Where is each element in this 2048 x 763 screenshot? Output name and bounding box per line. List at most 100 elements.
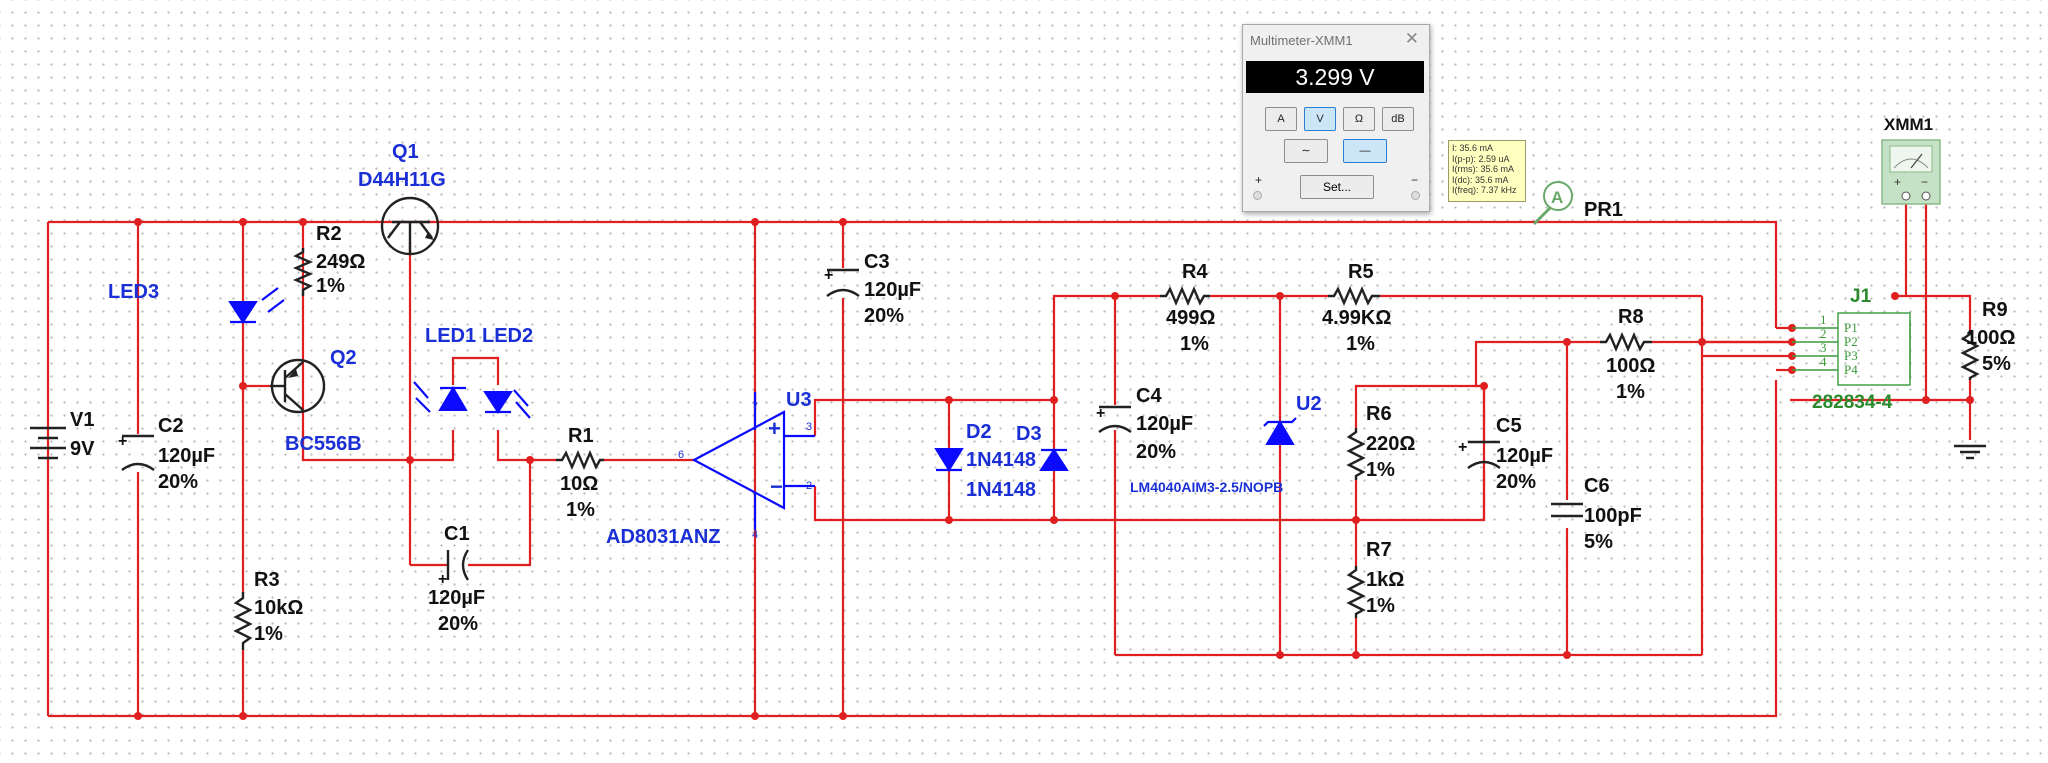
ground-symbol xyxy=(1954,444,1986,460)
probe-ref: PR1 xyxy=(1584,199,1623,221)
svg-text:4: 4 xyxy=(752,529,758,541)
svg-text:P3: P3 xyxy=(1844,348,1858,363)
r8-tolerance: 1% xyxy=(1616,381,1645,403)
svg-text:P1: P1 xyxy=(1844,320,1858,335)
q1-part: D44H11G xyxy=(358,169,446,191)
resistor-r4[interactable]: R4 499Ω 1% xyxy=(1160,261,1215,355)
mode-ohms-button[interactable]: Ω xyxy=(1343,107,1375,131)
minus-terminal[interactable] xyxy=(1411,191,1420,200)
battery-v1[interactable]: V1 9V xyxy=(30,409,95,460)
svg-text:1: 1 xyxy=(1820,312,1827,327)
r8-ref: R8 xyxy=(1618,306,1644,328)
c6-value: 100pF xyxy=(1584,505,1642,527)
c3-value: 120µF xyxy=(864,279,921,301)
dc-mode-button[interactable]: — xyxy=(1343,139,1387,163)
svg-text:6: 6 xyxy=(678,449,684,461)
set-button[interactable]: Set... xyxy=(1300,175,1374,199)
capacitor-c4[interactable]: + C4 120µF 20% xyxy=(1096,385,1193,463)
resistor-r9[interactable]: R9 100Ω 5% xyxy=(1960,299,2015,380)
q2-ref: Q2 xyxy=(330,347,357,369)
d3-ref: D3 xyxy=(1016,423,1042,445)
c2-tolerance: 20% xyxy=(158,471,198,493)
u2-ref: U2 xyxy=(1296,393,1322,415)
resistor-r1[interactable]: R1 10Ω 1% xyxy=(556,425,604,521)
r3-value: 10kΩ xyxy=(254,597,303,619)
transistor-q1[interactable]: Q1 D44H11G xyxy=(358,141,446,256)
v1-ref: V1 xyxy=(70,409,94,431)
close-icon[interactable]: ✕ xyxy=(1404,29,1419,48)
capacitor-c1[interactable]: + C1 120µF 20% xyxy=(428,523,485,635)
svg-text:−: − xyxy=(770,474,783,499)
plus-terminal[interactable] xyxy=(1253,191,1262,200)
probe-pr1[interactable]: A PR1 xyxy=(1532,181,1623,226)
capacitor-c5[interactable]: + C5 120µF 20% xyxy=(1458,415,1553,493)
r5-tolerance: 1% xyxy=(1346,333,1375,355)
svg-text:+: + xyxy=(118,433,127,450)
r1-tolerance: 1% xyxy=(566,499,595,521)
capacitor-c2[interactable]: + C2 120µF 20% xyxy=(118,415,215,493)
q2-part: BC556B xyxy=(285,433,362,455)
svg-text:4: 4 xyxy=(1820,354,1827,369)
mode-db-button[interactable]: dB xyxy=(1382,107,1414,131)
r3-ref: R3 xyxy=(254,569,280,591)
led-led3[interactable]: LED3 xyxy=(108,281,285,324)
plus-terminal-label: + xyxy=(1255,173,1263,187)
c2-value: 120µF xyxy=(158,445,215,467)
c6-ref: C6 xyxy=(1584,475,1610,497)
svg-text:P2: P2 xyxy=(1844,334,1858,349)
transistor-q2[interactable]: Q2 BC556B xyxy=(270,347,362,455)
reading-display: 3.299 V xyxy=(1246,61,1424,93)
mode-volts-button[interactable]: V xyxy=(1304,107,1336,131)
capacitor-c6[interactable]: C6 100pF 5% xyxy=(1551,475,1642,553)
r1-value: 10Ω xyxy=(560,473,598,495)
r8-value: 100Ω xyxy=(1606,355,1655,377)
c5-tolerance: 20% xyxy=(1496,471,1536,493)
connector-j1[interactable]: 1 2 3 4 P1 P2 P3 P4 J1 282834-4 xyxy=(1792,286,1911,413)
opamp-u3[interactable]: + − U3 3 2 6 7 4 AD8031ANZ xyxy=(606,389,815,548)
svg-text:+: + xyxy=(1458,439,1467,456)
svg-text:+: + xyxy=(768,416,781,441)
c4-value: 120µF xyxy=(1136,413,1193,435)
u3-part: AD8031ANZ xyxy=(606,526,720,548)
c3-ref: C3 xyxy=(864,251,890,273)
svg-text:2: 2 xyxy=(806,480,812,492)
led-led1[interactable]: LED1 xyxy=(413,325,476,413)
probe-tooltip: I: 35.6 mA I(p-p): 2.59 uA I(rms): 35.6 … xyxy=(1448,140,1526,202)
diode-d2[interactable]: D2 1N4148 xyxy=(934,421,1036,472)
r6-tolerance: 1% xyxy=(1366,459,1395,481)
resistor-r6[interactable]: R6 220Ω 1% xyxy=(1346,403,1415,481)
resistor-r3[interactable]: R3 10kΩ 1% xyxy=(233,569,303,650)
ac-mode-button[interactable]: ∼ xyxy=(1284,139,1328,163)
multimeter-window[interactable]: Multimeter-XMM1 ✕ 3.299 V A V Ω dB ∼ — +… xyxy=(1242,24,1430,212)
led3-ref: LED3 xyxy=(108,281,159,303)
r7-value: 1kΩ xyxy=(1366,569,1404,591)
capacitor-c3[interactable]: + C3 120µF 20% xyxy=(824,251,921,327)
svg-text:+: + xyxy=(1096,405,1105,422)
resistor-r8[interactable]: R8 100Ω 1% xyxy=(1600,306,1655,403)
r2-ref: R2 xyxy=(316,223,342,245)
mode-amps-button[interactable]: A xyxy=(1265,107,1297,131)
svg-text:−: − xyxy=(1921,175,1928,189)
v1-value: 9V xyxy=(70,438,95,460)
diode-d3[interactable]: D3 1N4148 xyxy=(966,423,1069,501)
resistor-r2[interactable]: R2 249Ω 1% xyxy=(292,223,365,297)
reference-u2[interactable]: U2 LM4040AIM3-2.5/NOPB xyxy=(1130,393,1322,495)
c5-ref: C5 xyxy=(1496,415,1522,437)
u2-part: LM4040AIM3-2.5/NOPB xyxy=(1130,479,1283,495)
r4-tolerance: 1% xyxy=(1180,333,1209,355)
r5-value: 4.99KΩ xyxy=(1322,307,1391,329)
j1-part: 282834-4 xyxy=(1812,392,1893,413)
svg-text:3: 3 xyxy=(806,421,812,433)
r7-tolerance: 1% xyxy=(1366,595,1395,617)
multimeter-xmm1-symbol[interactable]: + − XMM1 xyxy=(1881,115,1941,205)
resistor-r7[interactable]: R7 1kΩ 1% xyxy=(1346,539,1404,618)
led1-ref: LED1 xyxy=(425,325,476,347)
svg-text:+: + xyxy=(824,267,833,284)
r2-tolerance: 1% xyxy=(316,275,345,297)
c1-value: 120µF xyxy=(428,587,485,609)
u3-ref: U3 xyxy=(786,389,812,411)
resistor-r5[interactable]: R5 4.99KΩ 1% xyxy=(1322,261,1391,355)
led-led2[interactable]: LED2 xyxy=(482,325,533,419)
